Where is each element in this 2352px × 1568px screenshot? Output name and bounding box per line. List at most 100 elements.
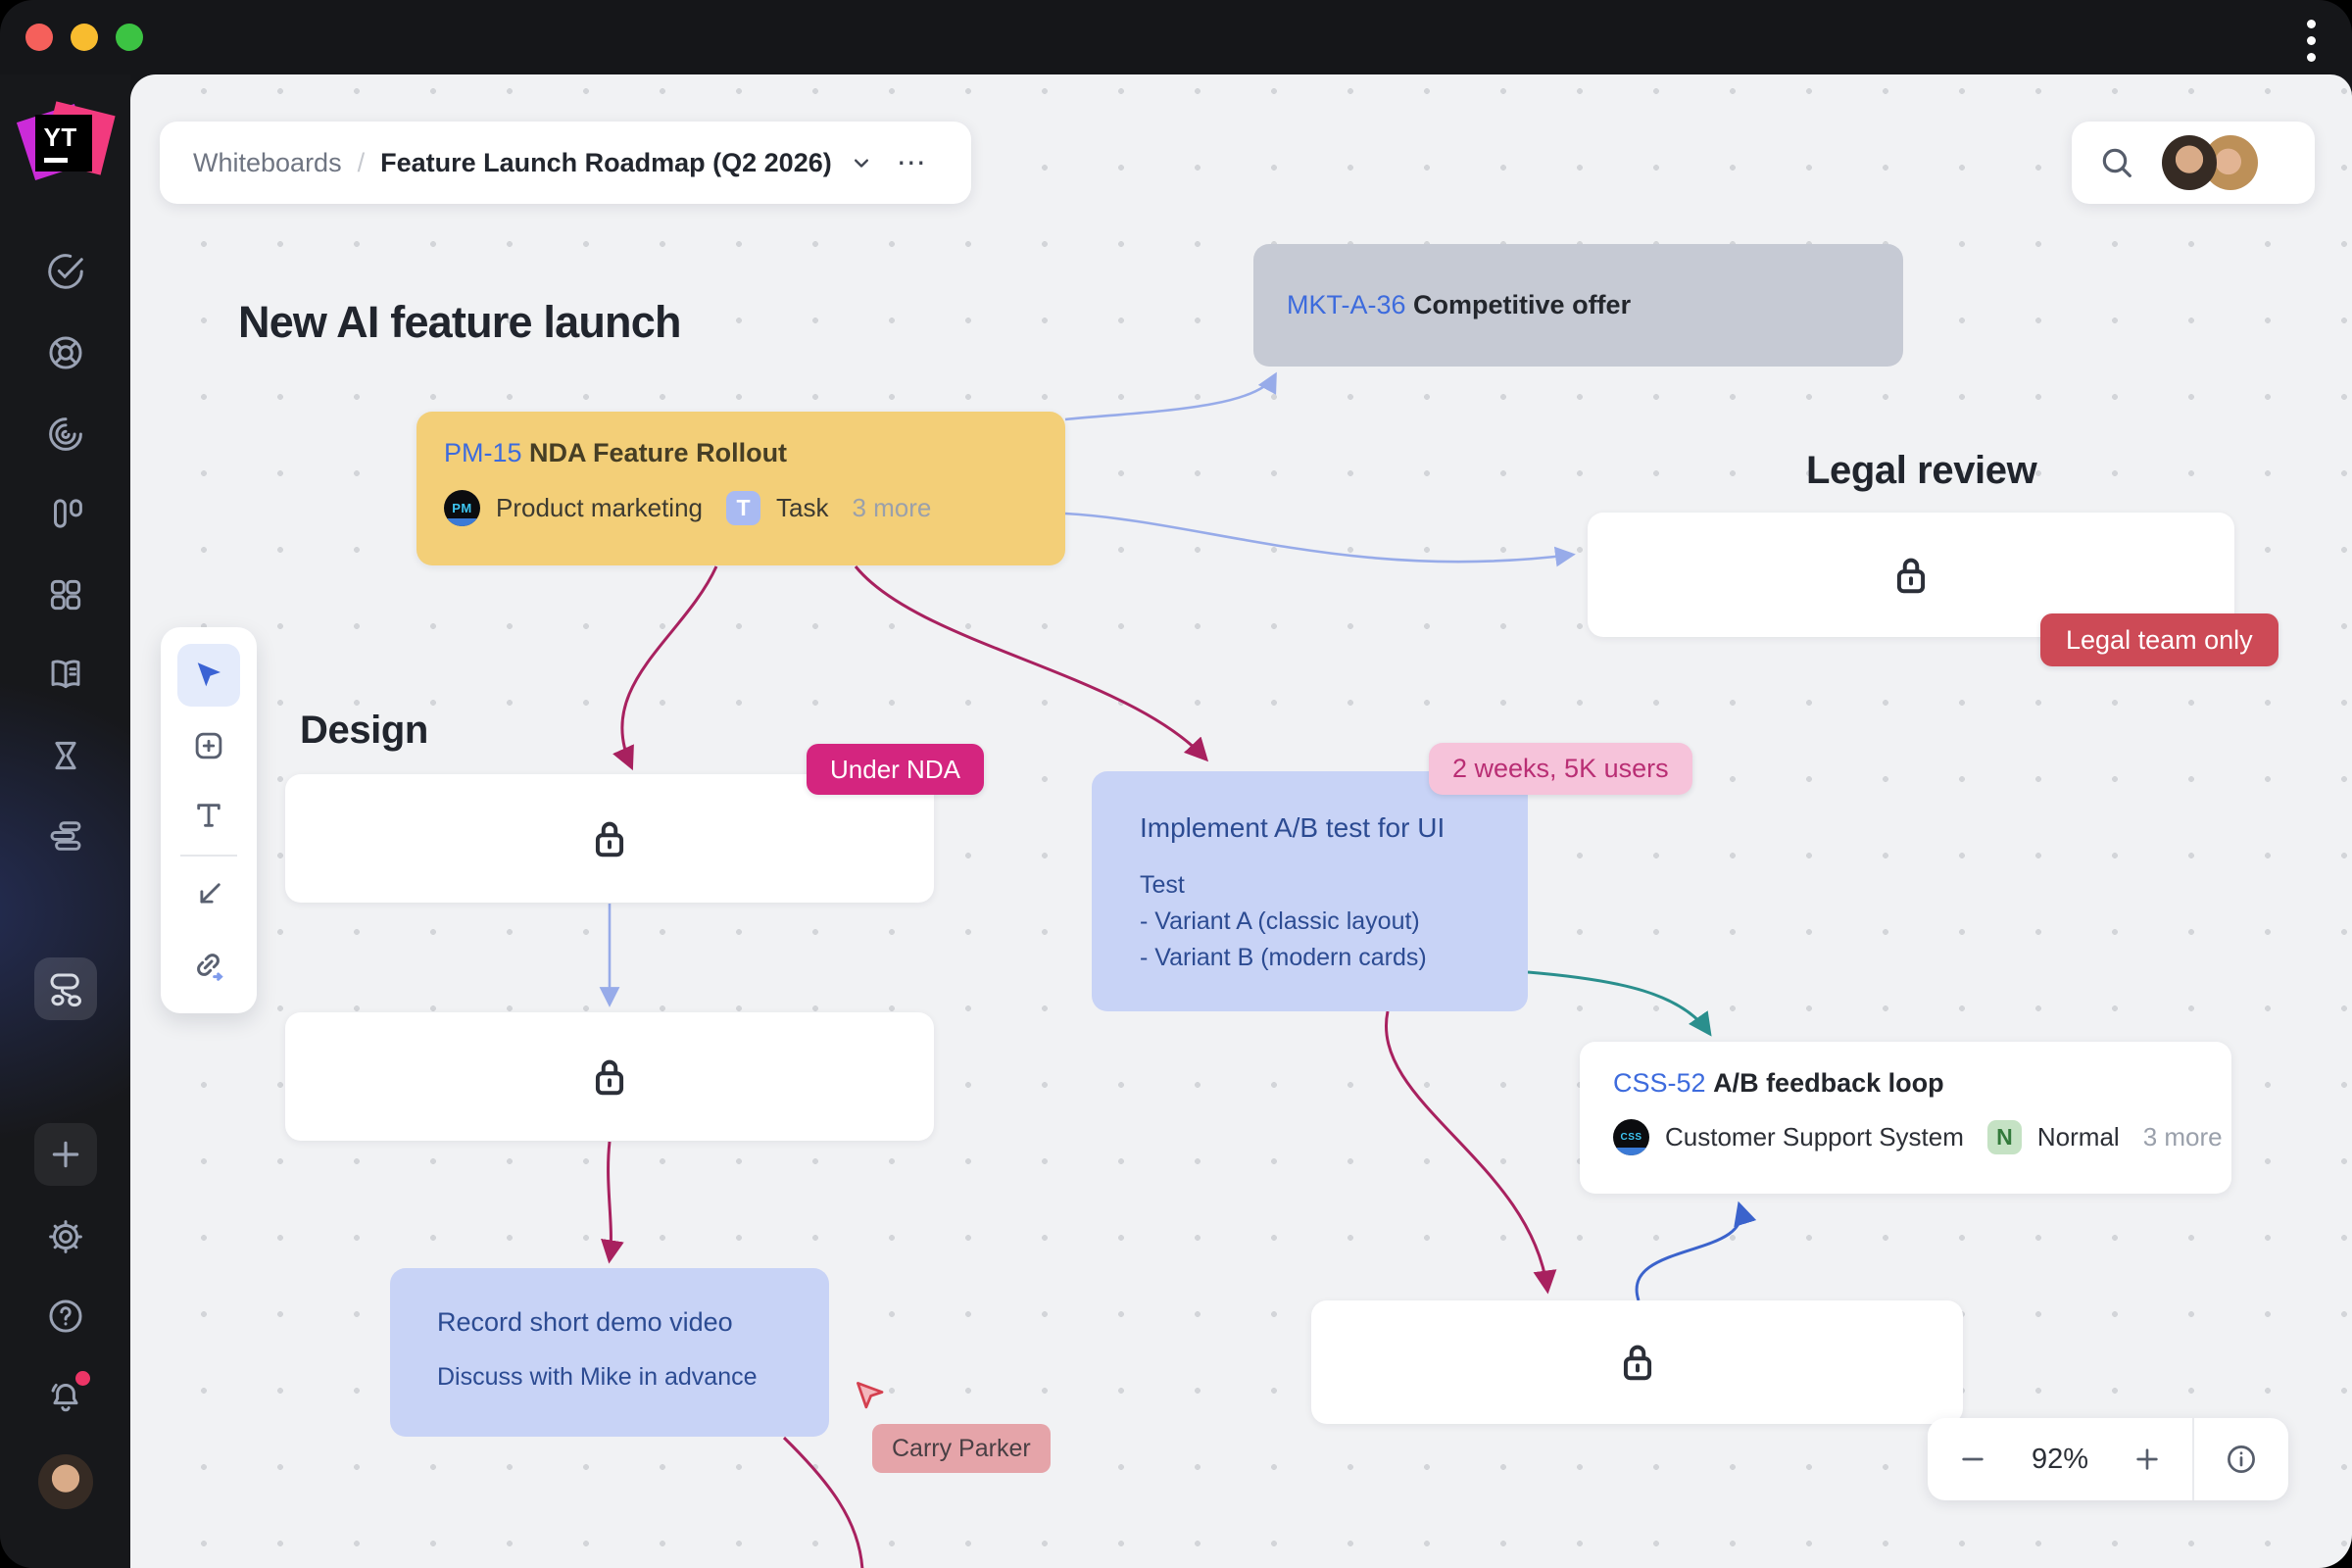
select-tool[interactable] xyxy=(177,644,240,707)
sticker-ab-meta[interactable]: 2 weeks, 5K users xyxy=(1429,743,1692,795)
zoom-level: 92% xyxy=(2031,1443,2089,1475)
palette-divider xyxy=(180,854,237,857)
board-title-text[interactable]: New AI feature launch xyxy=(238,297,681,347)
sidebar-item-expand[interactable] xyxy=(0,1548,130,1568)
sidebar-item-dashboards[interactable] xyxy=(0,564,130,626)
lock-icon xyxy=(1896,558,1926,593)
dashboards-icon xyxy=(50,579,80,611)
timesheets-icon xyxy=(54,741,76,770)
collaborator-name-label: Carry Parker xyxy=(872,1424,1051,1473)
lock-icon xyxy=(595,821,624,857)
more-fields-label[interactable]: 3 more xyxy=(852,493,932,522)
arrow-down-left-icon xyxy=(200,883,220,904)
note-line: - Variant A (classic layout) xyxy=(1140,907,1420,935)
restricted-card-bottom[interactable] xyxy=(1311,1300,1963,1424)
priority-label: Normal xyxy=(2036,1122,2120,1152)
knowledge-base-icon xyxy=(51,660,79,689)
sidebar-item-agile-boards[interactable] xyxy=(0,482,130,545)
sidebar-item-projects[interactable] xyxy=(0,321,130,384)
board-more-button[interactable]: ⋯ xyxy=(896,146,928,179)
project-name: Product marketing xyxy=(496,493,703,522)
text-icon xyxy=(197,804,220,827)
reports-icon xyxy=(48,417,82,451)
close-button[interactable] xyxy=(25,24,53,51)
note-line: Test xyxy=(1140,871,1185,899)
plus-icon xyxy=(2136,1448,2158,1470)
info-icon xyxy=(2228,1446,2255,1473)
sidebar-item-create[interactable] xyxy=(0,1123,130,1186)
issue-card-pm[interactable]: PM-15 NDA Feature Rollout PM Product mar… xyxy=(416,412,1065,565)
user-avatar xyxy=(37,1454,93,1509)
collaborator-cursor: Carry Parker xyxy=(855,1380,1051,1473)
link-icon xyxy=(197,954,223,981)
topbar-right xyxy=(2072,122,2315,204)
sidebar-item-whiteboards[interactable] xyxy=(0,957,130,1020)
project-avatar: CSS xyxy=(1613,1119,1649,1155)
issue-card-css[interactable]: CSS-52 A/B feedback loop CSS Customer Su… xyxy=(1580,1042,2231,1194)
gear-icon xyxy=(48,1220,82,1253)
link-tool[interactable] xyxy=(177,934,240,997)
sidebar-item-timesheets[interactable] xyxy=(0,724,130,787)
titlebar xyxy=(0,0,2352,74)
sidebar-item-notifications[interactable] xyxy=(0,1365,130,1428)
text-tool[interactable] xyxy=(177,784,240,847)
note-record-demo[interactable]: Record short demo video Discuss with Mik… xyxy=(390,1268,829,1437)
sidebar-item-reports[interactable] xyxy=(0,403,130,466)
project-avatar: PM xyxy=(444,490,480,526)
type-label: Task xyxy=(775,493,829,522)
bell-icon xyxy=(51,1383,78,1412)
note-ab-test[interactable]: Implement A/B test for UI Test - Variant… xyxy=(1092,771,1528,1011)
connector-tool[interactable] xyxy=(177,863,240,926)
note-subtitle: Discuss with Mike in advance xyxy=(437,1363,758,1391)
issue-key-link[interactable]: PM-15 xyxy=(444,438,522,467)
chevron-down-icon[interactable] xyxy=(848,149,875,176)
sticker-legal-team-only[interactable]: Legal team only xyxy=(2040,613,2278,666)
issues-icon xyxy=(47,254,83,289)
type-badge: T xyxy=(725,491,760,525)
zoombar-divider xyxy=(2192,1418,2194,1500)
help-icon xyxy=(48,1299,82,1333)
note-line: - Variant B (modern cards) xyxy=(1140,944,1427,971)
minus-icon xyxy=(1962,1457,1984,1461)
zoom-out-button[interactable] xyxy=(1928,1418,2018,1500)
note-title: Implement A/B test for UI xyxy=(1140,812,1446,843)
priority-badge: N xyxy=(1986,1120,2022,1154)
participant-avatar[interactable] xyxy=(2162,135,2217,190)
sidebar-item-help[interactable] xyxy=(0,1285,130,1348)
issue-summary: Competitive offer xyxy=(1413,290,1632,319)
breadcrumb-root-link[interactable]: Whiteboards xyxy=(193,147,342,177)
more-fields-label[interactable]: 3 more xyxy=(2142,1122,2223,1152)
minimize-button[interactable] xyxy=(71,24,98,51)
kebab-menu-icon[interactable] xyxy=(2291,18,2330,63)
restricted-card-design-2[interactable] xyxy=(285,1012,934,1141)
sidebar: YT xyxy=(0,74,130,1568)
breadcrumb: Whiteboards / Feature Launch Roadmap (Q2… xyxy=(160,122,971,204)
projects-icon xyxy=(48,336,82,369)
lock-icon xyxy=(1623,1345,1651,1381)
search-icon[interactable] xyxy=(2097,143,2136,182)
issue-key-link[interactable]: MKT-A-36 xyxy=(1287,290,1406,319)
sidebar-item-profile[interactable] xyxy=(0,1450,130,1513)
section-heading-legal[interactable]: Legal review xyxy=(1806,449,2037,492)
zoom-in-button[interactable] xyxy=(2102,1418,2192,1500)
sidebar-item-knowledge-base[interactable] xyxy=(0,643,130,706)
add-shape-tool[interactable] xyxy=(177,714,240,777)
sticker-under-nda[interactable]: Under NDA xyxy=(807,744,984,795)
lock-icon xyxy=(595,1059,624,1095)
issue-card-mkt[interactable]: MKT-A-36 Competitive offer xyxy=(1253,244,1903,367)
sidebar-item-issues[interactable] xyxy=(0,240,130,303)
sidebar-item-gantt-charts[interactable] xyxy=(0,805,130,867)
section-heading-design[interactable]: Design xyxy=(300,709,428,752)
chevrons-right-icon xyxy=(46,1560,85,1568)
notification-dot xyxy=(74,1371,90,1386)
note-title: Record short demo video xyxy=(437,1307,733,1337)
board-name-dropdown[interactable]: Feature Launch Roadmap (Q2 2026) xyxy=(380,147,832,177)
youtrack-logo[interactable]: YT xyxy=(0,94,130,192)
info-button[interactable] xyxy=(2194,1418,2288,1500)
issue-key-link[interactable]: CSS-52 xyxy=(1613,1068,1706,1098)
expand-button[interactable] xyxy=(116,24,143,51)
sidebar-item-settings[interactable] xyxy=(0,1205,130,1268)
remote-cursor-icon xyxy=(857,1382,884,1409)
restricted-card-design-1[interactable] xyxy=(285,774,934,903)
